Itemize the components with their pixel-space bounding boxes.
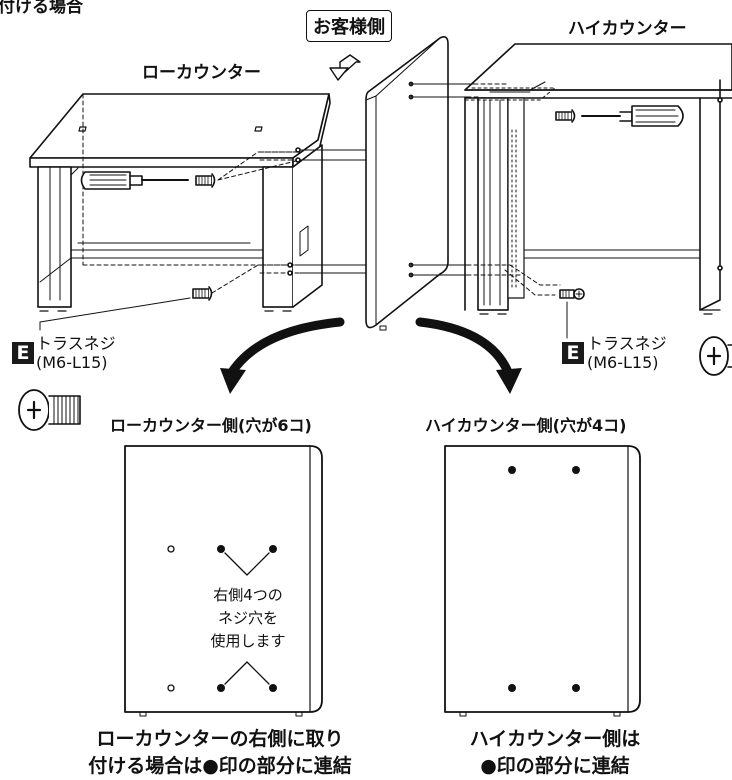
high-counter-label: ハイカウンター [568,19,687,39]
caption-low: ローカウンターの右側に取り 付ける場合は●印の部分に連結 [70,726,370,780]
low-counter-label: ローカウンター [142,63,261,83]
low-counter-cabinet [29,93,331,312]
screw-icon [18,389,81,431]
screw-spec-right: (M6-L15) [587,353,659,372]
panel-note-line: ネジ穴を [217,609,278,627]
screw-icon [559,288,585,300]
panel-note: 右側4つの ネジ穴を 使用します [203,584,293,653]
caption-high: ハイカウンター側は ●印の部分に連結 [440,726,670,780]
caption-high-line: ハイカウンター側は [469,728,641,750]
panel-high-title: ハイカウンター側(穴が4コ) [425,416,627,435]
panel-low-title: ローカウンター側(穴が6コ) [110,416,312,435]
screw-icon [699,336,732,376]
customer-side-label: お客様側 [306,10,392,42]
panel-note-line: 右側4つの [213,586,283,604]
screw-icon [555,109,576,123]
screw-badge-e: E [562,342,584,364]
caption-low-line: ローカウンターの右側に取り [96,728,344,750]
low-counter-side-panel [124,445,323,717]
section-heading-fragment: 付ける場合 [0,0,83,17]
screwdriver-icon [80,171,189,190]
arrow-down-icon [329,54,361,81]
screw-name-left: トラスネジ [36,334,116,353]
caption-low-line: 付ける場合は●印の部分に連結 [88,755,352,777]
screw-spec-left: (M6-L15) [36,353,108,372]
high-counter-side-panel [444,445,641,717]
screw-badge-e: E [12,342,34,364]
panel-note-line: 使用します [210,632,286,650]
curved-arrow-icon [220,317,345,394]
connecting-panel [365,36,449,331]
screw-name-right: トラスネジ [587,334,667,353]
screw-icon [192,286,213,301]
curved-arrow-icon [415,317,522,394]
caption-high-line: ●印の部分に連結 [480,755,630,777]
screw-icon [195,173,216,188]
screwdriver-icon [581,105,684,127]
